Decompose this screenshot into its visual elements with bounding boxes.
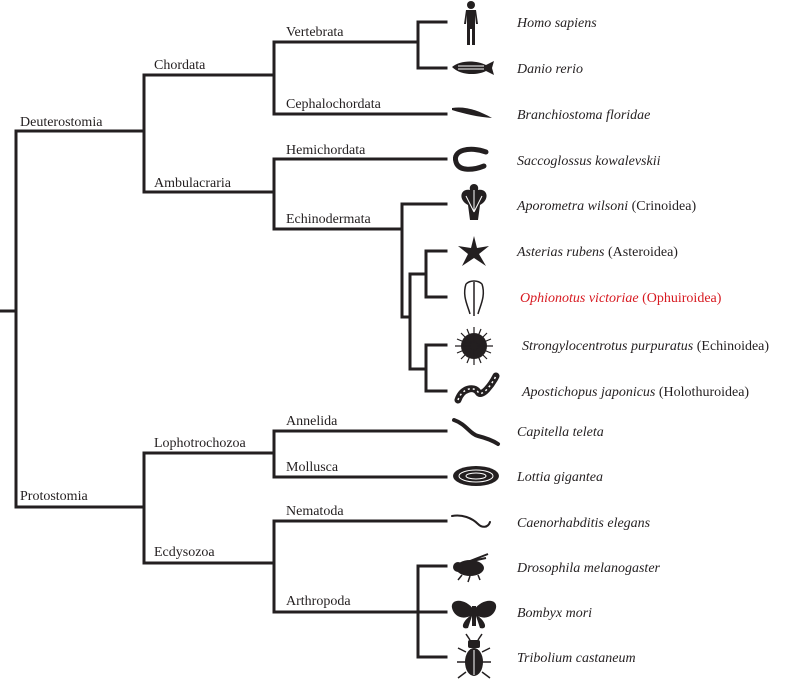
chordata-label: Chordata bbox=[154, 58, 206, 73]
taxon-label-danio: Danio rerio bbox=[516, 62, 583, 77]
protostomia-label: Protostomia bbox=[20, 489, 88, 504]
cephalochordata-label: Cephalochordata bbox=[286, 97, 382, 112]
annelida-label: Annelida bbox=[286, 414, 338, 429]
limpet-icon bbox=[453, 466, 499, 486]
human-icon bbox=[464, 1, 478, 45]
arthropoda-label: Arthropoda bbox=[286, 594, 351, 609]
taxon-label-tribolium: Tribolium castaneum bbox=[517, 651, 636, 666]
hemichordata-label: Hemichordata bbox=[286, 143, 366, 158]
mollusca-label: Mollusca bbox=[286, 460, 339, 475]
taxon-label-saccoglossus: Saccoglossus kowalevskii bbox=[517, 154, 661, 169]
taxon-label-capitella: Capitella teleta bbox=[517, 425, 604, 440]
echinodermata-label: Echinodermata bbox=[286, 212, 372, 227]
taxon-label-bombyx: Bombyx mori bbox=[517, 606, 592, 621]
nematode-icon bbox=[451, 514, 491, 528]
taxon-label-caenorhabditis: Caenorhabditis elegans bbox=[517, 516, 651, 531]
fruit-fly-icon bbox=[453, 553, 489, 583]
taxon-labels: Homo sapiens Danio rerio Branchiostoma f… bbox=[516, 16, 769, 666]
brittle-star-icon bbox=[463, 280, 485, 316]
clade-labels: Deuterostomia Protostomia Chordata Ambul… bbox=[20, 25, 382, 609]
tree-branches bbox=[0, 20, 448, 659]
zebrafish-icon bbox=[452, 61, 494, 75]
taxon-label-asterias: Asterias rubens (Asteroidea) bbox=[516, 245, 678, 260]
taxon-label-lottia: Lottia gigantea bbox=[516, 470, 603, 485]
taxon-label-apostichopus: Apostichopus japonicus (Holothuroidea) bbox=[521, 385, 749, 400]
taxon-label-homo: Homo sapiens bbox=[516, 16, 597, 31]
beetle-icon bbox=[457, 633, 491, 679]
acorn-worm-icon bbox=[453, 146, 489, 172]
taxon-label-branchiostoma: Branchiostoma floridae bbox=[517, 108, 650, 123]
annelid-worm-icon bbox=[452, 418, 500, 446]
ambulacraria-label: Ambulacraria bbox=[154, 176, 232, 191]
moth-icon bbox=[451, 600, 497, 629]
nematoda-label: Nematoda bbox=[286, 504, 344, 519]
taxon-label-ophionotus: Ophionotus victoriae (Ophuiroidea) bbox=[520, 291, 722, 306]
taxon-label-drosophila: Drosophila melanogaster bbox=[516, 561, 661, 576]
lancelet-icon bbox=[452, 107, 492, 118]
vertebrata-label: Vertebrata bbox=[286, 25, 344, 40]
taxon-label-strongylocentrotus: Strongylocentrotus purpuratus (Echinoide… bbox=[522, 339, 769, 354]
sea-cucumber-icon bbox=[454, 372, 500, 404]
lophotrochozoa-label: Lophotrochozoa bbox=[154, 436, 247, 451]
starfish-icon bbox=[458, 236, 489, 266]
taxon-label-aporometra: Aporometra wilsoni (Crinoidea) bbox=[516, 199, 696, 214]
ecdysozoa-label: Ecdysozoa bbox=[154, 545, 215, 560]
deuterostomia-label: Deuterostomia bbox=[20, 115, 103, 130]
crinoid-icon bbox=[461, 184, 487, 220]
organism-icons bbox=[451, 1, 500, 679]
sea-urchin-icon bbox=[455, 327, 493, 365]
